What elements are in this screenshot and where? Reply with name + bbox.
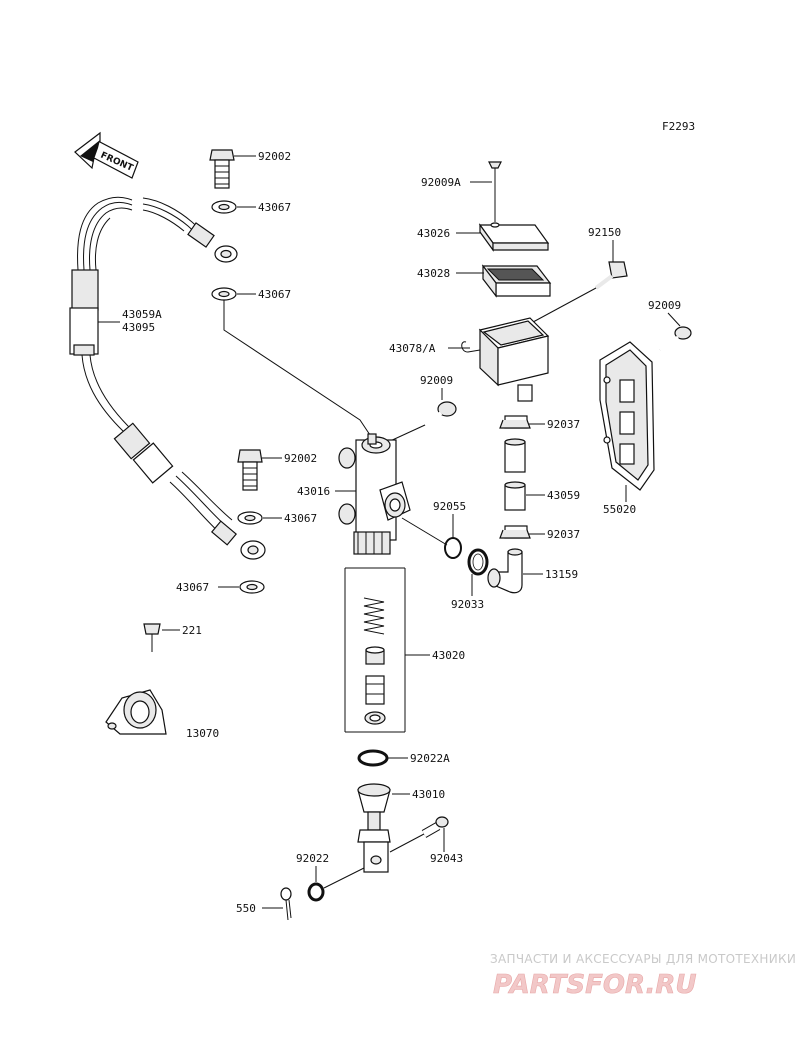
label-43010: 43010 — [412, 788, 445, 801]
label-43020: 43020 — [432, 649, 465, 662]
circlip — [467, 548, 489, 576]
washer-b — [211, 287, 237, 301]
mount-bracket — [105, 689, 167, 735]
reservoir — [461, 317, 550, 402]
watermark-logo: PARTSFOR.RU — [493, 970, 696, 1000]
master-cylinder-body — [338, 433, 411, 555]
label-43067-mid: 43067 — [284, 512, 317, 525]
clamp-bolt — [594, 261, 628, 290]
front-arrow-icon: FRONT — [74, 131, 139, 179]
label-13070: 13070 — [186, 727, 219, 740]
mount-bolt — [423, 401, 457, 427]
label-43067-low: 43067 — [176, 581, 209, 594]
label-43067-b: 43067 — [258, 288, 291, 301]
label-92043: 92043 — [430, 852, 463, 865]
label-43059: 43059 — [547, 489, 580, 502]
label-92037-top: 92037 — [547, 418, 580, 431]
label-221: 221 — [182, 624, 202, 637]
label-92009a: 92009A — [421, 176, 461, 189]
washer-low — [239, 580, 265, 594]
push-rod — [357, 783, 391, 873]
reservoir-cap — [478, 222, 550, 252]
label-92002-top: 92002 — [258, 150, 291, 163]
diaphragm — [481, 264, 552, 298]
clevis-pin — [421, 816, 449, 838]
cotter-pin — [280, 887, 292, 921]
hose-elbow — [487, 548, 523, 594]
label-92009-right: 92009 — [648, 299, 681, 312]
diagram-code: F2293 — [662, 120, 695, 133]
hose-clamp-top — [499, 415, 531, 429]
label-43016: 43016 — [297, 485, 330, 498]
guard-bolt — [659, 326, 692, 352]
label-43028: 43028 — [417, 267, 450, 280]
label-92009-mid: 92009 — [420, 374, 453, 387]
reservoir-guard — [599, 341, 655, 491]
cap-screw — [488, 161, 502, 222]
washer-mid — [237, 511, 263, 525]
label-92055: 92055 — [433, 500, 466, 513]
banjo-bolt-top — [209, 149, 235, 189]
washer-top — [211, 200, 237, 214]
label-92037-bot: 92037 — [547, 528, 580, 541]
label-92022a: 92022A — [410, 752, 450, 765]
label-43067-top: 43067 — [258, 201, 291, 214]
piston-kit — [344, 567, 406, 733]
label-43026: 43026 — [417, 227, 450, 240]
reservoir-hose — [504, 438, 526, 511]
label-55020: 55020 — [603, 503, 636, 516]
label-92150: 92150 — [588, 226, 621, 239]
label-550: 550 — [236, 902, 256, 915]
label-92033: 92033 — [451, 598, 484, 611]
label-43059a: 43059A — [122, 308, 162, 321]
label-13159: 13159 — [545, 568, 578, 581]
label-43095: 43095 — [122, 321, 155, 334]
watermark-tagline: ЗАПЧАСТИ И АКСЕССУАРЫ ДЛЯ МОТОТЕХНИКИ — [490, 952, 796, 966]
label-92022: 92022 — [296, 852, 329, 865]
pin-washer — [307, 882, 325, 902]
mount-screw — [143, 623, 161, 652]
snap-ring — [357, 749, 389, 767]
label-92002-mid: 92002 — [284, 452, 317, 465]
o-ring — [444, 537, 462, 559]
label-43078a: 43078/A — [389, 342, 436, 355]
banjo-bolt-mid — [237, 449, 263, 491]
hose-clamp-bottom — [499, 525, 531, 539]
brake-hose — [69, 196, 266, 560]
